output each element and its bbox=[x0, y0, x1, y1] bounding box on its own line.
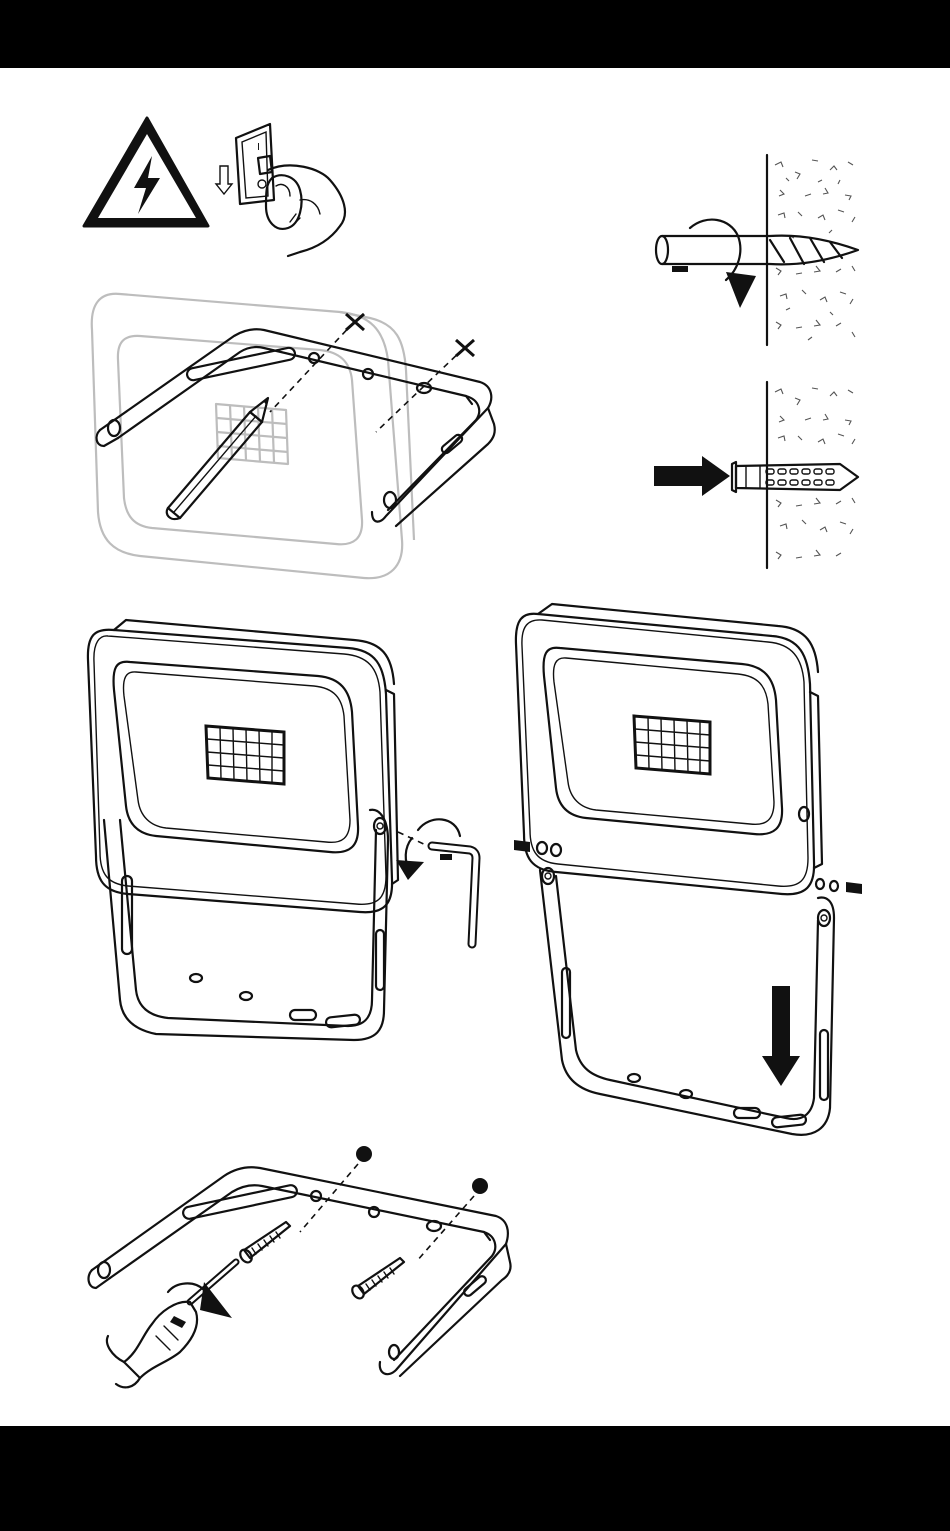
arrow-down-icon bbox=[762, 986, 800, 1086]
wall-plug-icon bbox=[732, 462, 858, 492]
wall-hole-markers bbox=[300, 1146, 488, 1262]
wall-section-2 bbox=[767, 382, 855, 568]
led-grid-left bbox=[206, 726, 284, 784]
bracket-outline bbox=[97, 329, 495, 526]
high-voltage-warning-icon bbox=[84, 118, 208, 226]
arrow-right-icon bbox=[654, 456, 730, 496]
switch-on-label: I bbox=[257, 142, 260, 153]
wood-screw-icon bbox=[238, 1222, 404, 1301]
wall-section-1 bbox=[767, 155, 855, 345]
screwdriver-icon bbox=[107, 1262, 236, 1387]
led-grid-right bbox=[634, 716, 710, 774]
bracket-bottom bbox=[89, 1167, 511, 1376]
hex-key-icon bbox=[396, 819, 476, 944]
downward-arrow-icon bbox=[216, 166, 232, 194]
unplug-icon: I bbox=[236, 124, 345, 256]
drill-icon bbox=[656, 220, 858, 308]
